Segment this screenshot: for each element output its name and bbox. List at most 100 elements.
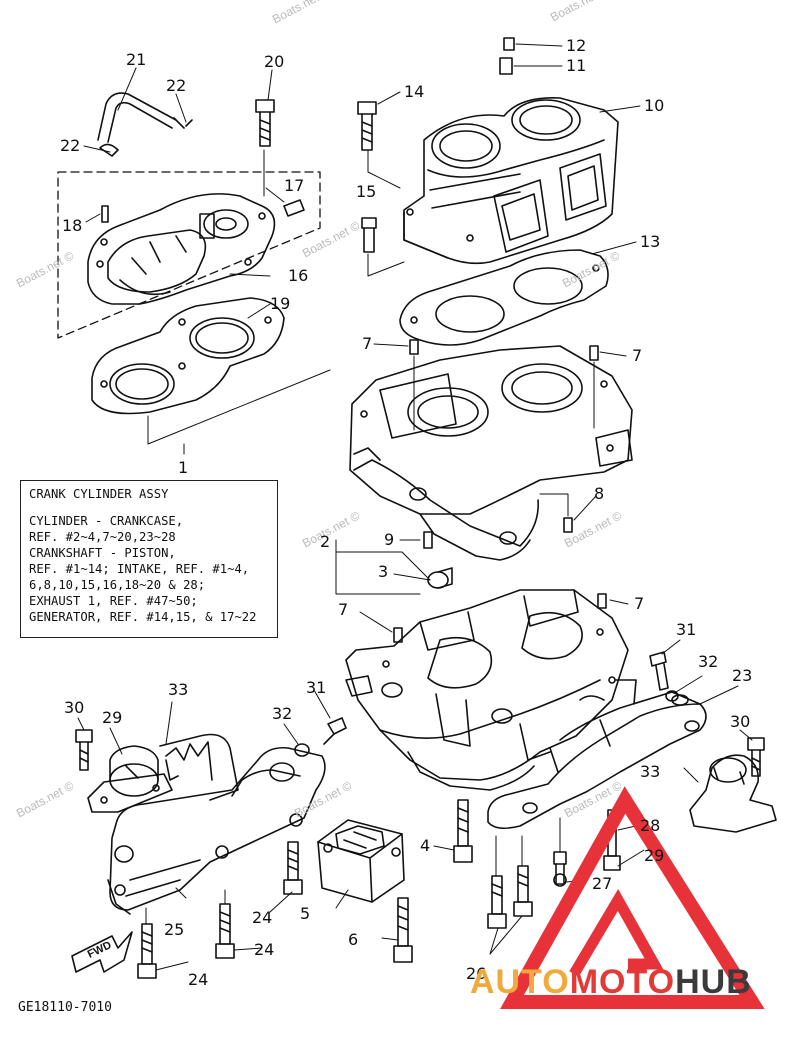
bolt-31-right bbox=[649, 651, 669, 691]
info-box-line: 6,8,10,15,16,18~20 & 28; bbox=[29, 578, 206, 592]
info-box-line: CRANKSHAFT - PISTON, bbox=[29, 546, 176, 560]
callout-5: 5 bbox=[300, 904, 311, 923]
generator-cover-16 bbox=[57, 171, 321, 339]
callout-3: 3 bbox=[378, 562, 389, 581]
callout-28: 28 bbox=[640, 816, 661, 835]
callout-13: 13 bbox=[640, 232, 661, 251]
callout-29: 29 bbox=[644, 846, 665, 865]
bolt-24-a bbox=[283, 841, 303, 895]
callout-30: 30 bbox=[730, 712, 751, 731]
callout-32: 32 bbox=[272, 704, 293, 723]
callout-24: 24 bbox=[252, 908, 273, 927]
info-box-line: CYLINDER - CRANKCASE, bbox=[29, 514, 184, 528]
bolt-15 bbox=[361, 217, 405, 277]
bolt-26-b bbox=[513, 865, 533, 917]
callout-8: 8 bbox=[594, 484, 605, 503]
leader-lines bbox=[77, 43, 753, 971]
callout-21: 21 bbox=[126, 50, 147, 69]
callout-11: 11 bbox=[566, 56, 587, 75]
callout-19: 19 bbox=[270, 294, 291, 313]
washer-32-right bbox=[665, 690, 679, 702]
bolt-27 bbox=[553, 851, 567, 887]
callout-16: 16 bbox=[288, 266, 309, 285]
callout-22: 22 bbox=[60, 136, 81, 155]
callout-22: 22 bbox=[166, 76, 187, 95]
callout-2: 2 bbox=[320, 532, 331, 551]
callout-33: 33 bbox=[168, 680, 189, 699]
pin-7-b bbox=[589, 345, 599, 361]
fwd-arrow bbox=[71, 931, 133, 973]
callout-7: 7 bbox=[634, 594, 645, 613]
diagram-code: GE18110-7010 bbox=[18, 1000, 112, 1015]
info-box-line: REF. #2~4,7~20,23~28 bbox=[29, 530, 176, 544]
callout-10: 10 bbox=[644, 96, 665, 115]
gasket-13 bbox=[399, 249, 609, 346]
engine-mount-29-left bbox=[87, 745, 173, 813]
bolt-4 bbox=[453, 799, 473, 863]
washer-32-left bbox=[294, 743, 310, 757]
bolt-31-left bbox=[323, 717, 347, 745]
callout-9: 9 bbox=[384, 530, 395, 549]
callout-32: 32 bbox=[698, 652, 719, 671]
callout-26: 26 bbox=[466, 964, 487, 983]
info-box-line: GENERATOR, REF. #14,15, & 17~22 bbox=[29, 610, 257, 624]
cylinder-10 bbox=[403, 37, 619, 265]
callout-18: 18 bbox=[62, 216, 83, 235]
brand-wordmark: AUTOMOTOHUB bbox=[470, 963, 752, 1002]
callout-6: 6 bbox=[348, 930, 359, 949]
lower-crankcase bbox=[345, 589, 629, 791]
callout-17: 17 bbox=[284, 176, 305, 195]
callout-31: 31 bbox=[676, 620, 697, 639]
brand-part-auto: AUTO bbox=[470, 963, 570, 1001]
pin-8 bbox=[563, 517, 573, 533]
mount-bracket-23 bbox=[487, 679, 707, 830]
bolt-20 bbox=[255, 99, 275, 197]
callout-24: 24 bbox=[254, 940, 275, 959]
assembly-info-box: CRANK CYLINDER ASSY CYLINDER - CRANKCASE… bbox=[20, 480, 278, 638]
bolt-30-left bbox=[75, 729, 93, 771]
pin-7-d bbox=[597, 593, 607, 609]
callout-15: 15 bbox=[356, 182, 377, 201]
bolt-24-c bbox=[137, 923, 157, 979]
callout-12: 12 bbox=[566, 36, 587, 55]
brand-logo-triangle bbox=[500, 786, 765, 1009]
callout-1: 1 bbox=[178, 458, 189, 477]
engine-mount-29-right bbox=[689, 754, 777, 833]
upper-crankcase bbox=[349, 345, 633, 561]
callout-25: 25 bbox=[164, 920, 185, 939]
info-box-line: REF. #1~14; INTAKE, REF. #1~4, bbox=[29, 562, 250, 576]
pin-7-a bbox=[409, 339, 419, 355]
mount-5 bbox=[317, 819, 405, 903]
callout-20: 20 bbox=[264, 52, 285, 71]
info-box-title: CRANK CYLINDER ASSY bbox=[29, 487, 169, 501]
callout-23: 23 bbox=[732, 666, 753, 685]
callout-7: 7 bbox=[362, 334, 373, 353]
pin-9 bbox=[423, 531, 433, 549]
callout-14: 14 bbox=[404, 82, 425, 101]
bracket-33-left bbox=[159, 733, 239, 801]
bolt-30-right bbox=[747, 737, 765, 777]
callout-31: 31 bbox=[306, 678, 327, 697]
callout-4: 4 bbox=[420, 836, 431, 855]
bolt-6 bbox=[393, 897, 413, 963]
hose-21 bbox=[97, 92, 193, 157]
callout-27: 27 bbox=[592, 874, 613, 893]
callout-24: 24 bbox=[188, 970, 209, 989]
info-box-line: EXHAUST 1, REF. #47~50; bbox=[29, 594, 198, 608]
brand-part-moto: MOTO bbox=[569, 963, 676, 1001]
bolt-24-b bbox=[215, 903, 235, 959]
pin-7-c bbox=[393, 627, 403, 643]
brand-part-hub: HUB bbox=[675, 963, 752, 1001]
gasket-19 bbox=[91, 297, 285, 415]
callout-7: 7 bbox=[338, 600, 349, 619]
callout-7: 7 bbox=[632, 346, 643, 365]
bolt-14 bbox=[357, 101, 401, 189]
bearing-3 bbox=[427, 567, 453, 589]
bolt-26-a bbox=[487, 875, 507, 929]
callout-29: 29 bbox=[102, 708, 123, 727]
callout-33: 33 bbox=[640, 762, 661, 781]
mount-bracket-25 bbox=[107, 746, 326, 915]
callout-30: 30 bbox=[64, 698, 85, 717]
